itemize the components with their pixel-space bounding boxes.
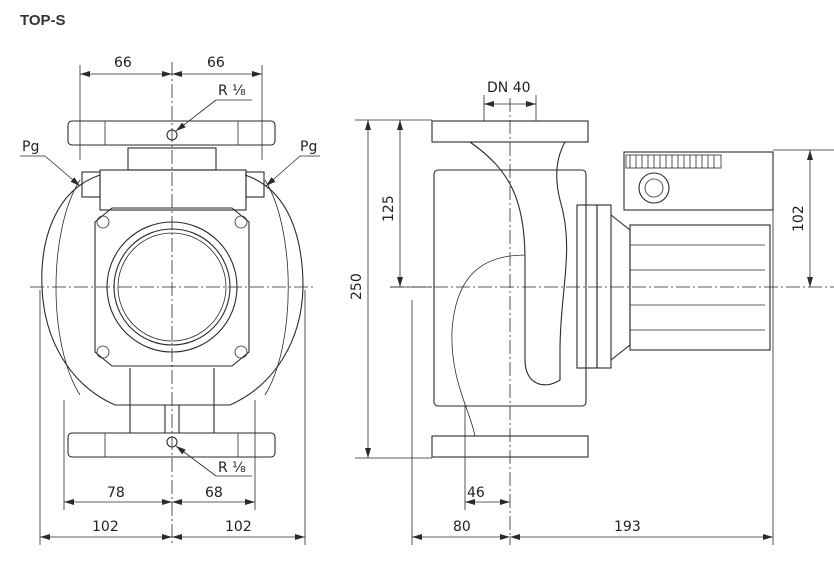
terminal-box bbox=[99, 169, 247, 211]
bottom-flange-side bbox=[431, 435, 589, 458]
dim-102-right: 102 bbox=[225, 519, 252, 535]
dim-66-left: 66 bbox=[114, 55, 132, 71]
dim-102-side: 102 bbox=[791, 205, 807, 232]
cooling-fins bbox=[625, 154, 722, 169]
dim-78: 78 bbox=[107, 485, 125, 501]
dim-193: 193 bbox=[614, 519, 641, 535]
cable-gland-left bbox=[81, 171, 101, 198]
top-flange bbox=[67, 120, 276, 146]
pump-housing bbox=[433, 169, 587, 407]
drawing-title: TOP-S bbox=[20, 12, 66, 29]
cable-gland-right bbox=[245, 171, 265, 198]
vent-label-bottom: R ⅛ bbox=[218, 460, 246, 476]
dim-46: 46 bbox=[467, 485, 485, 501]
dim-102-left: 102 bbox=[92, 519, 119, 535]
vent-label-top: R ⅛ bbox=[218, 83, 246, 99]
dim-66-right: 66 bbox=[207, 55, 225, 71]
dim-125: 125 bbox=[381, 195, 397, 222]
speed-selector-knob bbox=[638, 172, 670, 204]
coupling-ring bbox=[576, 204, 598, 369]
cable-label-right: Pg bbox=[300, 139, 317, 155]
front-view: 66 66 R ⅛ R ⅛ Pg Pg 78 68 102 102 bbox=[20, 55, 320, 545]
dim-68: 68 bbox=[205, 485, 223, 501]
dim-250: 250 bbox=[349, 273, 365, 300]
top-flange-side bbox=[431, 120, 589, 143]
dn40-label: DN 40 bbox=[487, 80, 531, 96]
motor bbox=[629, 224, 771, 351]
side-view: DN 40 250 125 102 46 80 193 bbox=[349, 80, 834, 545]
control-box bbox=[623, 151, 774, 211]
bottom-flange bbox=[67, 432, 276, 458]
cable-label-left: Pg bbox=[22, 139, 39, 155]
dim-80: 80 bbox=[453, 519, 471, 535]
vent-plug-bottom bbox=[166, 436, 178, 448]
pump-body bbox=[41, 174, 304, 406]
vent-plug-top bbox=[166, 129, 178, 141]
